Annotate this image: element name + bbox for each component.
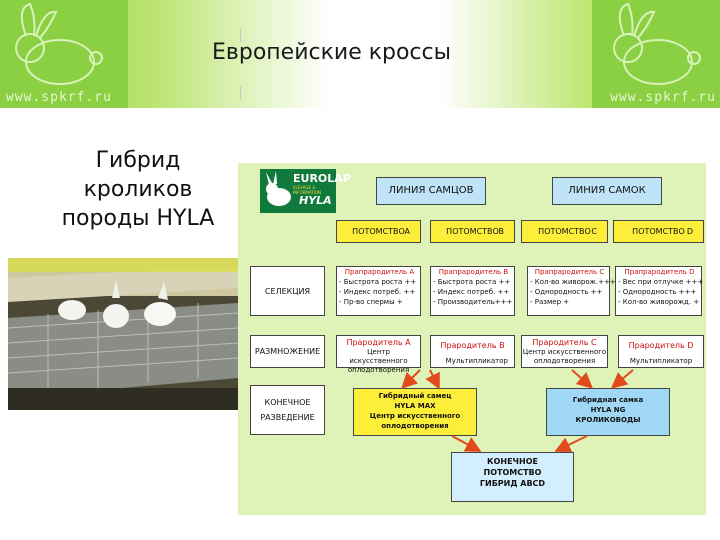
left-corner-decoration: www.spkrf.ru <box>0 0 128 108</box>
grandparent-name: Прародитель D <box>628 341 694 350</box>
trait-line: - Быстрота роста ++ <box>339 278 417 286</box>
stage-final-line: РАЗВЕДЕНИЕ <box>260 413 315 422</box>
stage-breeding-label: РАЗМНОЖЕНИЕ <box>250 335 325 368</box>
offspring-letter: А <box>404 227 410 236</box>
great-grandparent-d: Прапрародитель D - Вес при отлучке +++ -… <box>615 266 704 316</box>
great-grandparent-name: Прапрародитель В <box>438 268 509 276</box>
offspring-label: ПОТОМСТВО <box>352 227 405 236</box>
grandparent-c: Прародитель С Центр искусственного оплод… <box>521 335 608 368</box>
final-offspring-box: КОНЕЧНОЕ ПОТОМСТВО ГИБРИД АВСD <box>451 452 574 502</box>
grandparent-name: Прародитель В <box>440 341 505 350</box>
divider-tick <box>240 86 241 100</box>
hybrid-male-line: оплодотворения <box>381 422 449 430</box>
rabbit-cages-photo <box>8 258 238 410</box>
grandparent-name: Прародитель С <box>532 338 597 347</box>
slide-subtitle: Гибрид кроликов породы HYLA <box>48 146 228 233</box>
grandparent-place: Мультипликатор <box>629 357 693 365</box>
great-grandparent-c: Прапрародитель С - Кол-во живорож.+++ - … <box>527 266 616 316</box>
hybrid-female-line: Гибридная самка <box>572 396 644 404</box>
trait-line: - Пр-во спермы + <box>339 298 403 306</box>
hybrid-female-line: HYLA NG <box>590 406 626 414</box>
grandparent-place: оплодотворения <box>533 357 596 365</box>
logo-tagline: ELEVAGE & INFORMATION <box>293 185 322 195</box>
final-line: КОНЕЧНОЕ <box>487 457 538 466</box>
logo-product: HYLA <box>299 194 332 207</box>
trait-line: - Индекс потреб. ++ <box>339 288 416 296</box>
stage-final-label: КОНЕЧНОЕ РАЗВЕДЕНИЕ <box>250 385 325 435</box>
male-line-header: ЛИНИЯ САМЦОВ <box>376 177 486 205</box>
great-grandparent-b: Прапрародитель В - Быстрота роста ++ - И… <box>430 266 515 316</box>
final-line: ГИБРИД АВСD <box>479 479 546 488</box>
offspring-letter: С <box>591 227 597 236</box>
offspring-letter: В <box>498 227 505 236</box>
offspring-letter: D <box>686 227 693 236</box>
female-line-header: ЛИНИЯ САМОК <box>552 177 662 205</box>
trait-line: - Производитель+++ <box>433 298 513 306</box>
hybrid-female-line: КРОЛИКОВОДЫ <box>575 416 641 424</box>
right-corner-decoration: www.spkrf.ru <box>592 0 720 108</box>
grandparent-a: Прародитель А Центр искусственного оплод… <box>336 335 421 374</box>
stage-selection-label: СЕЛЕКЦИЯ <box>250 266 325 316</box>
eurolap-logo: EUROLAP ELEVAGE & INFORMATION HYLA <box>260 169 351 213</box>
logo-brand: EUROLAP <box>293 172 351 185</box>
rabbit-icon <box>613 2 701 85</box>
subtitle-line: кроликов <box>83 177 193 202</box>
grandparent-place: Центр искусственного <box>522 348 607 356</box>
final-line: ПОТОМСТВО <box>483 468 542 477</box>
great-grandparent-name: Прапрародитель С <box>534 268 605 276</box>
divider-tick <box>240 28 241 42</box>
grandparent-place: Центр искусственного <box>349 348 408 365</box>
trait-line: - Индекс потреб. ++ <box>433 288 510 296</box>
rabbit-icon <box>15 2 103 85</box>
offspring-label: ПОТОМСТВО <box>538 227 591 236</box>
grandparent-place: Мультипликатор <box>445 357 508 365</box>
subtitle-line: Гибрид <box>95 148 181 173</box>
grandparent-d: Прародитель D Мультипликатор <box>618 335 704 368</box>
great-grandparent-name: Прапрародитель D <box>624 268 695 276</box>
trait-line: - Быстрота роста ++ <box>433 278 511 286</box>
watermark-left: www.spkrf.ru <box>6 90 112 105</box>
offspring-label: ПОТОМСТВО <box>446 227 499 236</box>
grandparent-name: Прародитель А <box>346 338 411 347</box>
hybrid-female-box: Гибридная самка HYLA NG КРОЛИКОВОДЫ <box>546 388 670 436</box>
great-grandparent-name: Прапрародитель А <box>344 268 415 276</box>
hybrid-male-line: Гибридный самец <box>378 392 452 400</box>
trait-line: - Размер + <box>530 298 570 306</box>
offspring-label: ПОТОМСТВО <box>632 227 685 236</box>
hybrid-male-line: HYLA MAX <box>394 402 436 410</box>
slide-title: Европейские кроссы <box>212 40 451 65</box>
trait-line: - Однородность ++ <box>530 288 603 296</box>
trait-line: - Кол-во живорож.+++ <box>530 278 616 286</box>
watermark-right: www.spkrf.ru <box>610 90 716 105</box>
trait-line: - Однородность +++ <box>618 288 697 296</box>
subtitle-line: породы HYLA <box>61 206 215 231</box>
great-grandparent-a: Прапрародитель А - Быстрота роста ++ - И… <box>336 266 421 316</box>
grandparent-b: Прародитель В Мультипликатор <box>430 335 515 368</box>
hybrid-male-line: Центр искусственного <box>369 412 461 420</box>
trait-line: - Кол-во живорожд. + <box>618 298 700 306</box>
grandparent-place: оплодотворения <box>347 366 410 374</box>
rabbit-icon <box>266 171 291 206</box>
trait-line: - Вес при отлучке +++ <box>618 278 704 286</box>
stage-final-line: КОНЕЧНОЕ <box>264 398 311 407</box>
hybrid-male-box: Гибридный самец HYLA MAX Центр искусстве… <box>353 388 477 436</box>
